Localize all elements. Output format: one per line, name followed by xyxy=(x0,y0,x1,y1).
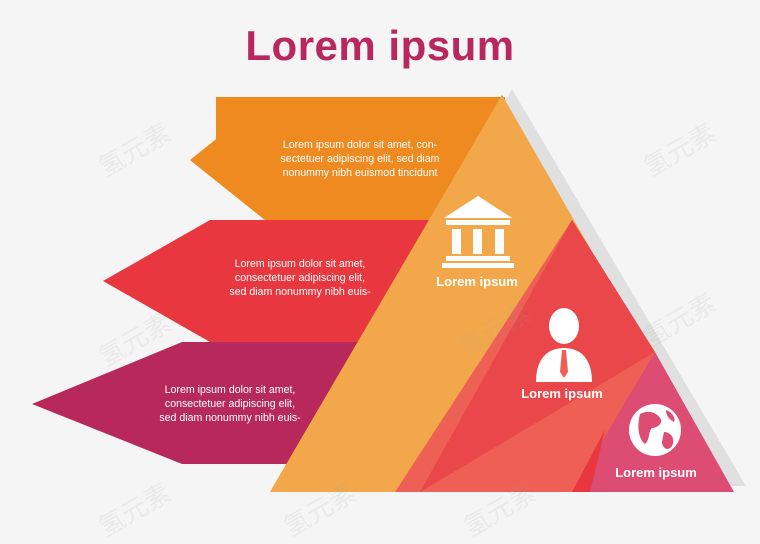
pyramid-diagram xyxy=(32,89,746,492)
diagram-title: Lorem ipsum xyxy=(245,22,515,69)
arrow-banner-2 xyxy=(103,220,440,342)
arrow-banner-1-text: Lorem ipsum dolor sit amet, con-sectetue… xyxy=(255,138,465,180)
bank-building-icon xyxy=(442,196,514,268)
arrow-banner-3 xyxy=(32,342,368,464)
arrow-banner-2-text: Lorem ipsum dolor sit amet,consectetuer … xyxy=(200,257,400,299)
tier-1-label: Lorem ipsum xyxy=(436,274,518,289)
arrow-3-line: Lorem ipsum dolor sit amet,consectetuer … xyxy=(159,384,301,424)
tier-2-label: Lorem ipsum xyxy=(521,386,603,401)
arrow-banner-1-left xyxy=(190,100,505,220)
pyramid-tier-3-edge xyxy=(572,430,605,492)
tier-3-label: Lorem ipsum xyxy=(615,465,697,480)
arrow-2-line: Lorem ipsum dolor sit amet,consectetuer … xyxy=(229,258,371,298)
businessman-icon xyxy=(536,308,592,382)
globe-icon xyxy=(629,404,681,456)
pyramid-tier-2-face xyxy=(420,220,655,492)
pyramid-tier-1-face xyxy=(270,95,602,492)
arrow-banner-3-text: Lorem ipsum dolor sit amet,consectetuer … xyxy=(130,383,330,425)
arrow-1-line: Lorem ipsum dolor sit amet, con-sectetue… xyxy=(280,139,440,179)
